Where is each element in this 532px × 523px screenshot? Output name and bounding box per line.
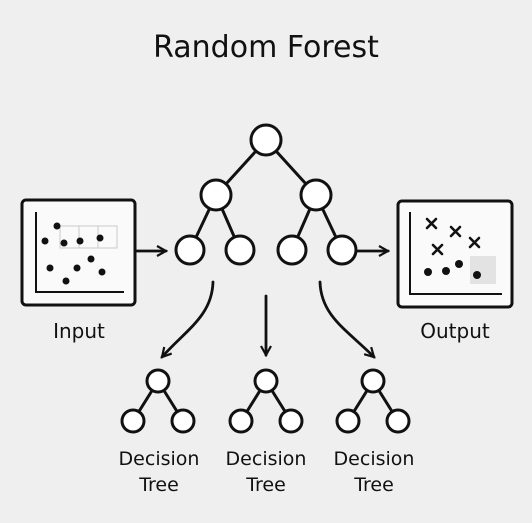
flow-arrows — [135, 251, 388, 357]
tree-caption-1-line1: Decision — [118, 448, 200, 470]
tree-caption-2: Decision Tree — [211, 446, 321, 498]
main-tree — [174, 123, 358, 266]
small-tree-2 — [228, 368, 304, 434]
tree-caption-3-line2: Tree — [354, 474, 394, 496]
output-label: Output — [420, 319, 490, 343]
input-label: Input — [53, 319, 105, 343]
small-tree-3 — [335, 368, 411, 434]
tree-caption-3-line1: Decision — [333, 448, 415, 470]
diagram-title: Random Forest — [153, 30, 379, 65]
input-chart-icon — [20, 198, 137, 307]
tree-caption-3: Decision Tree — [319, 446, 429, 498]
small-tree-1 — [120, 368, 196, 434]
tree-caption-1: Decision Tree — [104, 446, 214, 498]
output-chart-icon — [396, 199, 514, 309]
tree-caption-2-line2: Tree — [246, 474, 286, 496]
tree-caption-1-line2: Tree — [139, 474, 179, 496]
tree-caption-2-line1: Decision — [225, 448, 307, 470]
